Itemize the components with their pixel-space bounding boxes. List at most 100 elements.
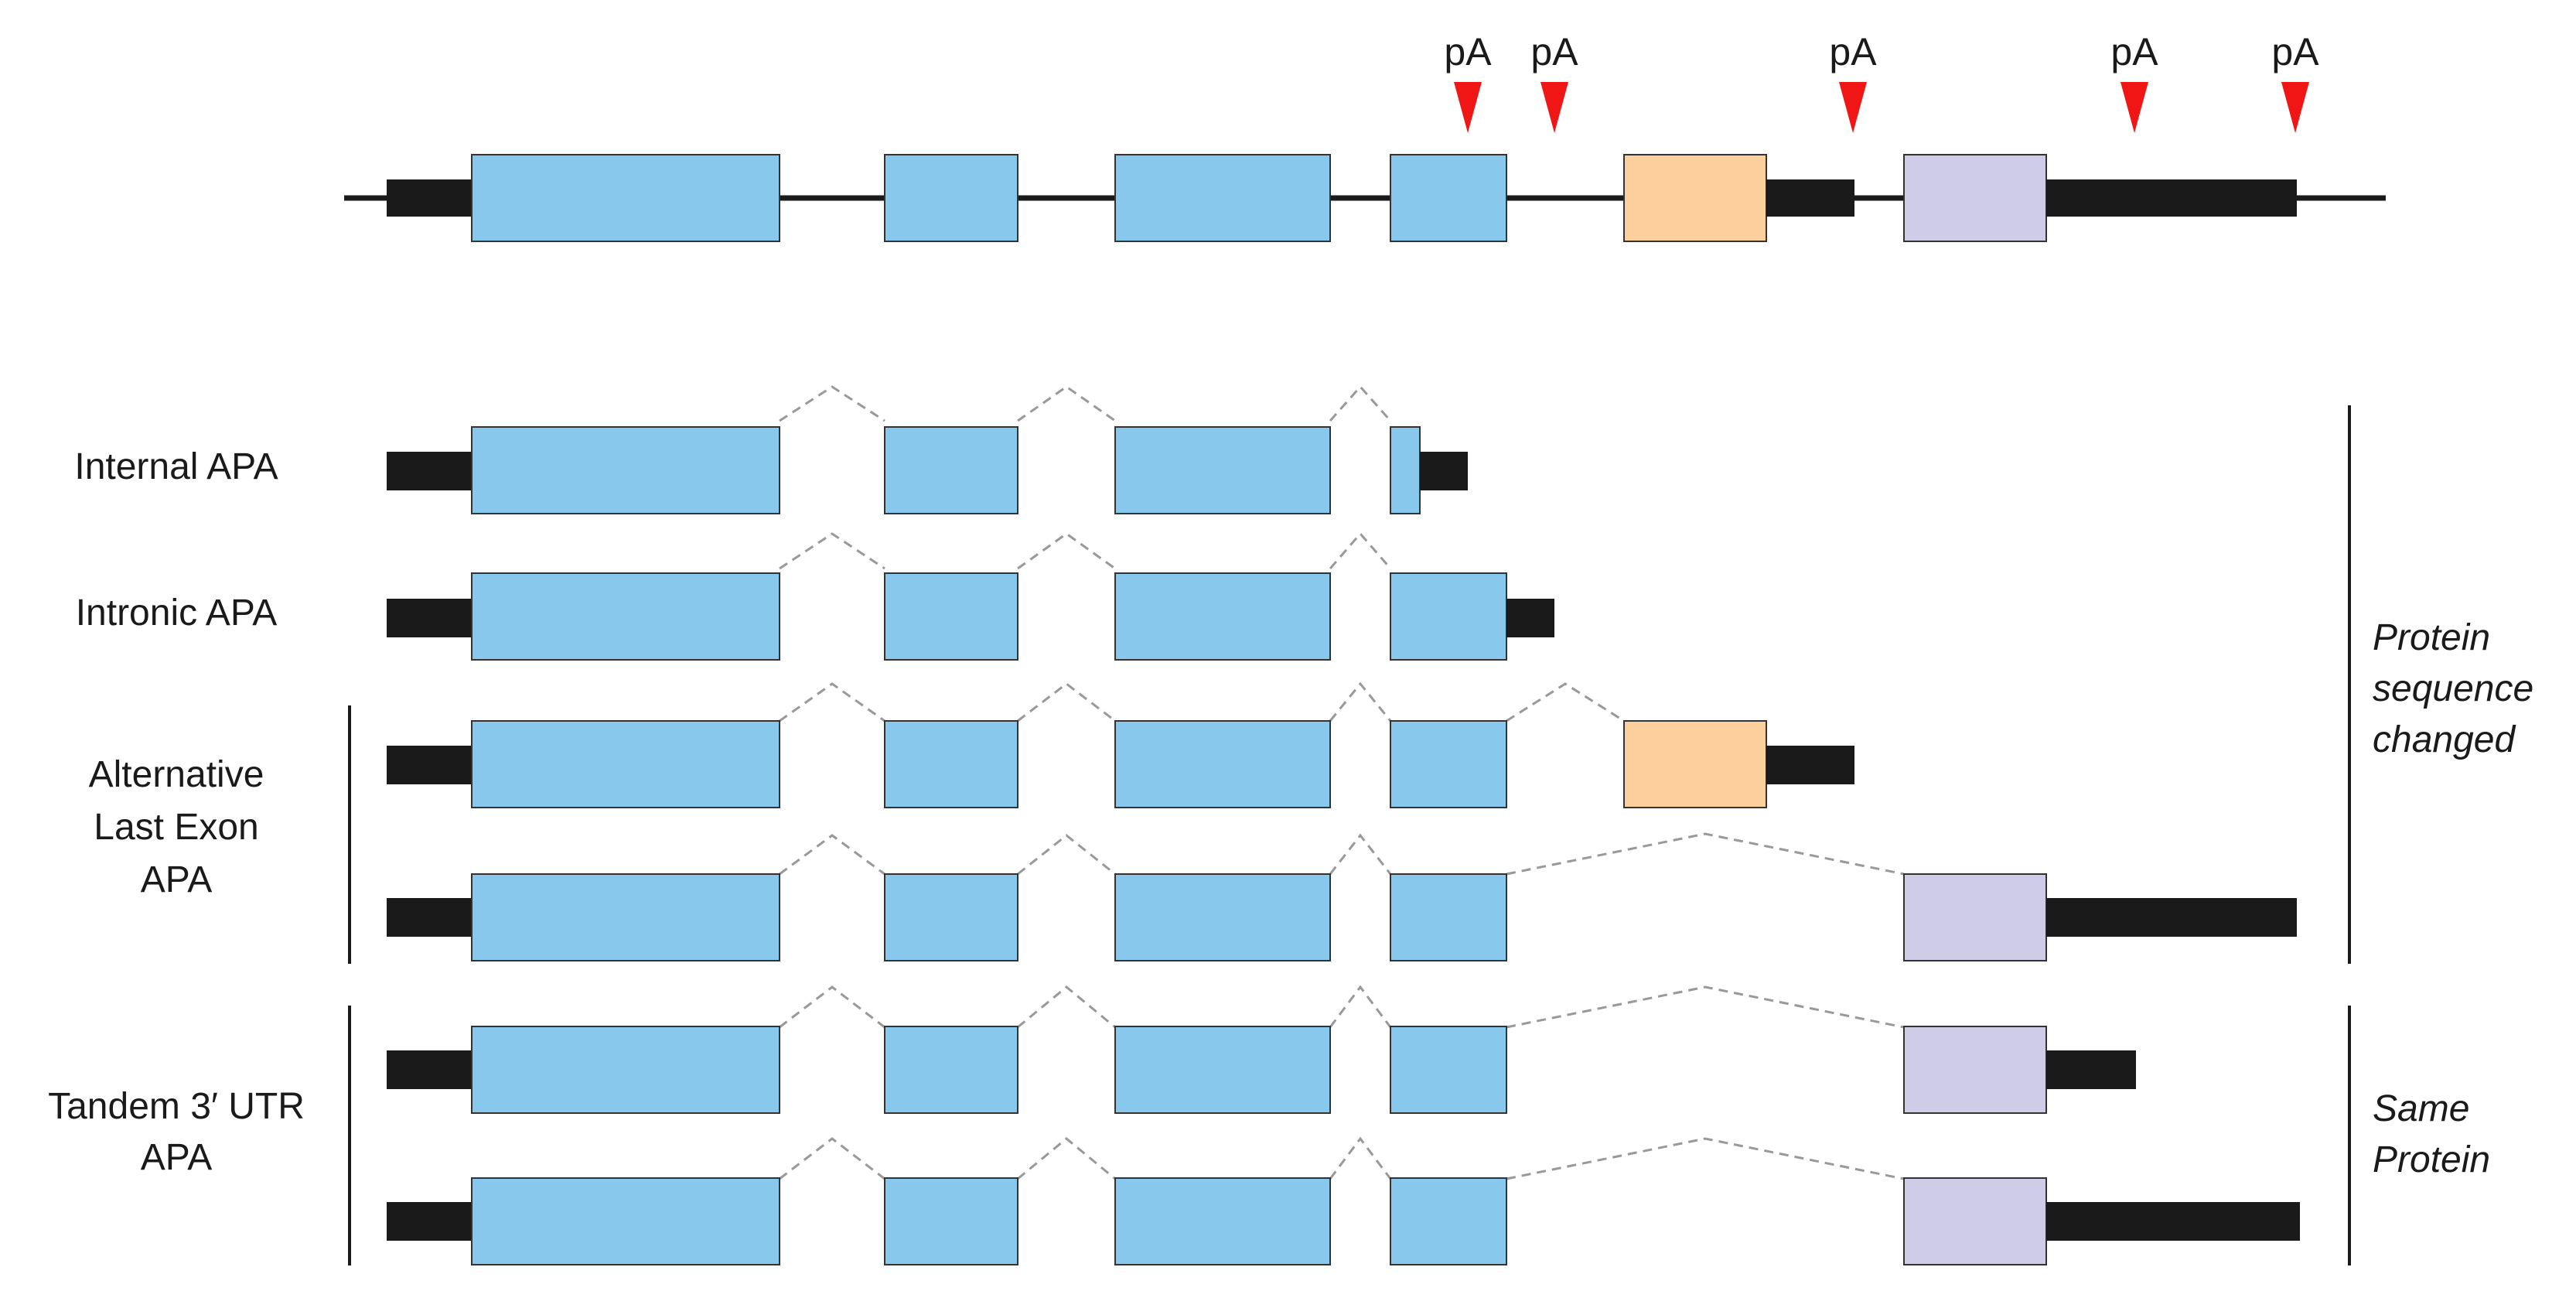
label-tandem-line1: Tandem 3′ UTR: [48, 1086, 305, 1127]
splice-junction: [1017, 682, 1116, 722]
pa-label-3: pA: [1829, 30, 1877, 73]
exon-1: [471, 1026, 780, 1114]
exon-alt-lavender: [1903, 1026, 2047, 1114]
splice-junction: [1017, 834, 1116, 876]
pa-arrow-3: [1839, 82, 1867, 133]
exon-4: [1390, 1177, 1507, 1265]
pa-arrow-4: [2121, 82, 2148, 133]
exon-4-truncated: [1390, 426, 1421, 514]
label-same-protein-1: Same: [2373, 1088, 2469, 1129]
utr-orange: [1766, 746, 1854, 784]
row-tandem-apa-long: [387, 1136, 2300, 1265]
exon-4: [1390, 720, 1507, 808]
splice-junction: [1017, 385, 1116, 422]
exon-alt-orange: [1623, 154, 1767, 242]
row-ale-apa-lavender: [387, 832, 2297, 961]
exon-1: [471, 1177, 780, 1265]
splice-junction: [779, 532, 885, 570]
exon-2: [884, 572, 1018, 661]
pa-label-4: pA: [2110, 30, 2158, 73]
exon-2: [884, 720, 1018, 808]
label-ale-line1: Alternative: [89, 754, 264, 795]
splice-junction: [1329, 985, 1392, 1028]
exon-alt-lavender: [1903, 873, 2047, 961]
row-intronic-apa: [387, 531, 1554, 661]
utr-intronic: [1506, 599, 1554, 637]
label-same-protein-2: Protein: [2373, 1139, 2490, 1180]
utr-5prime: [387, 1050, 472, 1089]
utr-lavender-long: [2046, 898, 2297, 937]
polyA-markers: pA pA pA pA pA: [1444, 30, 2319, 133]
splice-junction: [779, 834, 885, 876]
utr-5prime: [387, 746, 472, 784]
splice-junction: [1017, 532, 1116, 570]
splice-junction: [1329, 1136, 1392, 1180]
splice-junction: [1329, 833, 1392, 875]
splice-junction: [779, 385, 885, 422]
utr-5prime: [387, 599, 472, 637]
exon-2: [884, 426, 1018, 514]
exon-3: [1114, 572, 1331, 661]
exon-3: [1114, 873, 1331, 961]
label-protein-changed-3: changed: [2373, 719, 2516, 760]
row-internal-apa: [387, 384, 1468, 514]
exon-1: [471, 720, 780, 808]
exon-2: [884, 154, 1018, 242]
exon-4: [1390, 873, 1507, 961]
exon-1: [471, 873, 780, 961]
row-ale-apa-orange: [387, 681, 1854, 808]
exon-3: [1114, 1026, 1331, 1114]
pa-label-1: pA: [1444, 30, 1492, 73]
splice-junction: [779, 682, 885, 722]
splice-junction: [1506, 985, 1905, 1029]
label-ale-line2: Last Exon: [94, 807, 258, 848]
exon-2: [884, 1177, 1018, 1265]
row-tandem-apa-short: [387, 985, 2136, 1114]
gene-model: [344, 154, 2386, 242]
splice-junction: [779, 985, 885, 1029]
label-ale-line3: APA: [141, 859, 212, 900]
label-internal-apa: Internal APA: [74, 446, 278, 487]
exon-4: [1390, 572, 1507, 661]
pa-label-2: pA: [1530, 30, 1578, 73]
splice-junction: [1506, 1137, 1905, 1180]
exon-alt-lavender: [1903, 1177, 2047, 1265]
exon-3: [1114, 154, 1331, 242]
exon-3: [1114, 720, 1331, 808]
splice-junction: [1329, 681, 1392, 722]
utr-5prime: [387, 898, 472, 937]
splice-junction: [1329, 384, 1392, 422]
pa-arrow-1: [1454, 82, 1482, 133]
exon-alt-orange: [1623, 720, 1767, 808]
label-protein-changed-2: sequence: [2373, 668, 2533, 709]
splice-junction: [1017, 1137, 1116, 1180]
splice-junction: [779, 1137, 885, 1180]
exon-3: [1114, 426, 1331, 514]
exon-alt-lavender: [1903, 154, 2047, 242]
utr-lavender-short: [2046, 1050, 2136, 1089]
exon-1: [471, 426, 780, 514]
exon-1: [471, 154, 780, 242]
utr-5prime: [387, 179, 472, 217]
splice-junction: [1017, 985, 1116, 1029]
label-tandem-line2: APA: [141, 1137, 212, 1178]
pa-arrow-5: [2281, 82, 2309, 133]
exon-4: [1390, 154, 1507, 242]
utr-3prime: [1420, 452, 1468, 490]
exon-2: [884, 1026, 1018, 1114]
utr-lavender-long: [2046, 1202, 2300, 1241]
exon-4: [1390, 1026, 1507, 1114]
utr-5prime: [387, 1202, 472, 1241]
exon-3: [1114, 1177, 1331, 1265]
utr-lavender: [2046, 179, 2297, 217]
label-protein-changed-1: Protein: [2373, 617, 2490, 658]
label-intronic-apa: Intronic APA: [76, 593, 278, 634]
pa-label-5: pA: [2271, 30, 2319, 73]
exon-1: [471, 572, 780, 661]
splice-junction: [1329, 531, 1392, 569]
splice-junction: [1506, 682, 1625, 722]
pa-arrow-2: [1540, 82, 1568, 133]
exon-2: [884, 873, 1018, 961]
utr-orange: [1766, 179, 1854, 217]
